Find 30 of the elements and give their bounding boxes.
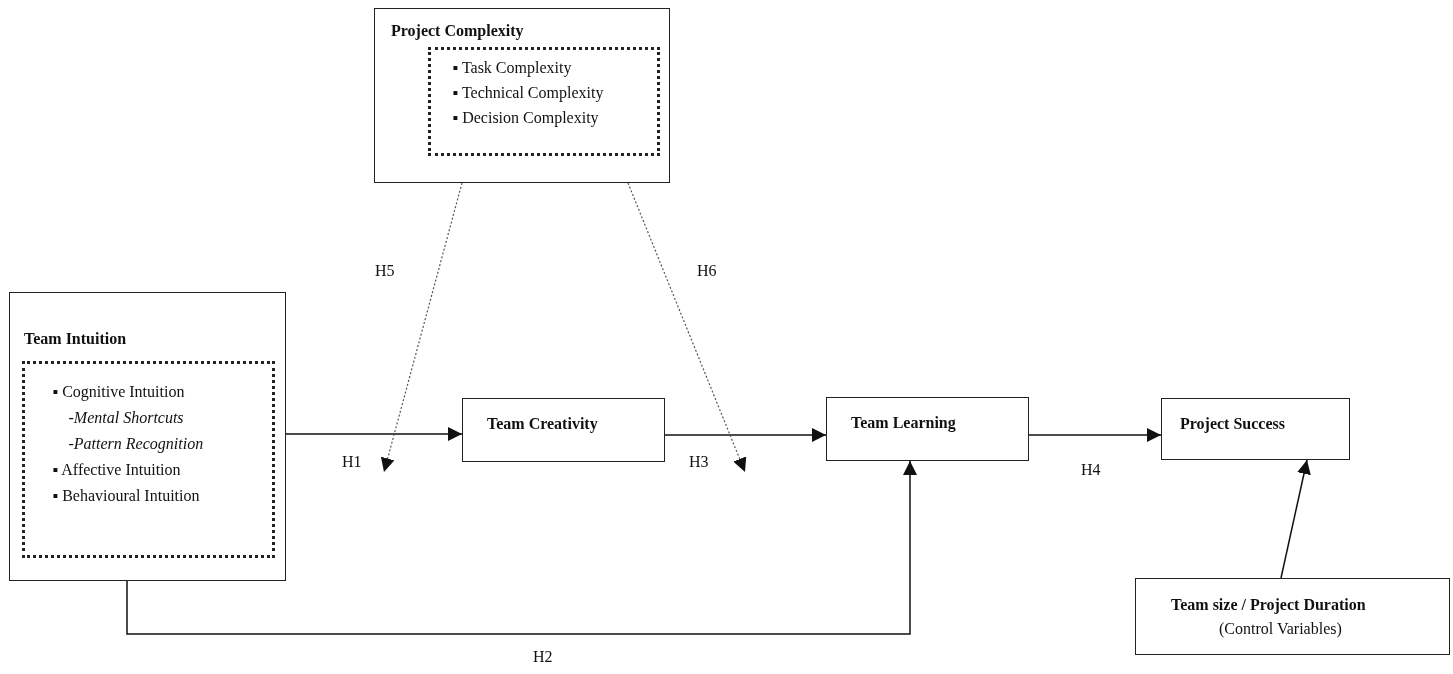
dimension-list-box	[21, 360, 275, 558]
item-text: ▪ Task Complexity	[452, 57, 572, 79]
item-text: ▪ Behavioural Intuition	[52, 485, 200, 506]
arrow	[1280, 459, 1311, 579]
construct-title: Project Complexity	[391, 21, 524, 42]
arrow	[627, 182, 747, 473]
item-text: ▪ Decision Complexity	[452, 107, 599, 129]
construct-box	[826, 397, 1029, 461]
item-text: ▪ Cognitive Intuition	[52, 381, 185, 403]
construct-box	[9, 292, 286, 581]
control-variable-box	[1135, 578, 1450, 655]
item-text: (Control Variables)	[1219, 619, 1342, 640]
item-text: -Mental Shortcuts	[68, 407, 184, 428]
item-text: ▪ Technical Complexity	[452, 82, 604, 104]
construct-box	[1161, 398, 1350, 460]
construct-title: Team size / Project Duration	[1171, 595, 1366, 616]
arrow	[126, 460, 917, 635]
item-text: -Pattern Recognition	[68, 433, 204, 455]
construct-box	[462, 398, 665, 462]
construct-title: Project Success	[1180, 414, 1285, 435]
dimension-list-box	[427, 46, 660, 156]
construct-title: Team Learning	[851, 413, 956, 434]
arrow	[1028, 428, 1162, 442]
arrow	[380, 182, 463, 473]
item-text: ▪ Affective Intuition	[52, 459, 181, 480]
construct-title: Team Creativity	[487, 414, 598, 435]
arrow	[285, 427, 463, 441]
construct-box	[374, 8, 670, 183]
arrow	[664, 428, 827, 442]
construct-title: Team Intuition	[24, 329, 127, 349]
